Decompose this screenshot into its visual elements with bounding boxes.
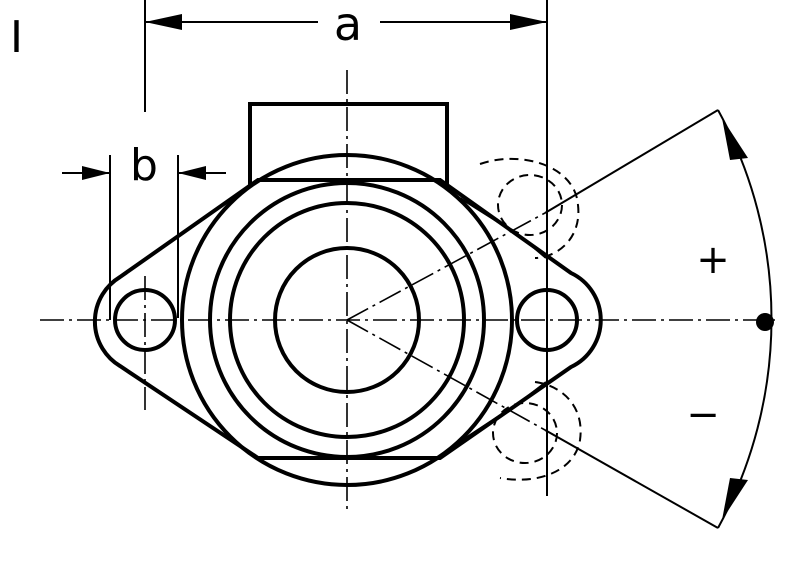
rotated-hole-lower-bore xyxy=(492,402,558,464)
rotated-hole-upper xyxy=(459,157,580,259)
flange-outline xyxy=(92,178,603,460)
arrow-a-right xyxy=(510,14,547,30)
dimension-b: b xyxy=(62,140,226,320)
arrow-b-right xyxy=(178,166,206,180)
rotated-hole-lower xyxy=(454,381,582,481)
rotated-hole-upper-bore xyxy=(497,174,563,236)
dimension-b-label: b xyxy=(130,140,158,191)
rotated-flange-edge-upper xyxy=(459,197,547,259)
rotated-center-line-minus xyxy=(346,319,546,431)
rotated-flange-edge-lower xyxy=(454,381,547,446)
rotated-hole-upper-outline xyxy=(479,157,580,259)
rotation-ray-plus xyxy=(544,109,719,214)
rotation-ray-minus xyxy=(544,429,719,529)
dimension-a-label: a xyxy=(334,0,362,51)
rotated-center-line-plus xyxy=(346,212,546,321)
rotated-hole-lower-outline xyxy=(499,381,582,481)
arrow-plus xyxy=(722,118,748,160)
rotation-plus-label: + xyxy=(696,237,730,283)
top-boss xyxy=(248,102,449,186)
rotation-minus-label: − xyxy=(686,392,720,438)
view-label: I xyxy=(10,12,23,63)
arrow-a-left xyxy=(145,14,182,30)
reference-dot xyxy=(756,313,774,331)
arrow-minus xyxy=(722,478,748,520)
arrow-b-left xyxy=(82,166,110,180)
dimension-a: a xyxy=(144,0,548,496)
